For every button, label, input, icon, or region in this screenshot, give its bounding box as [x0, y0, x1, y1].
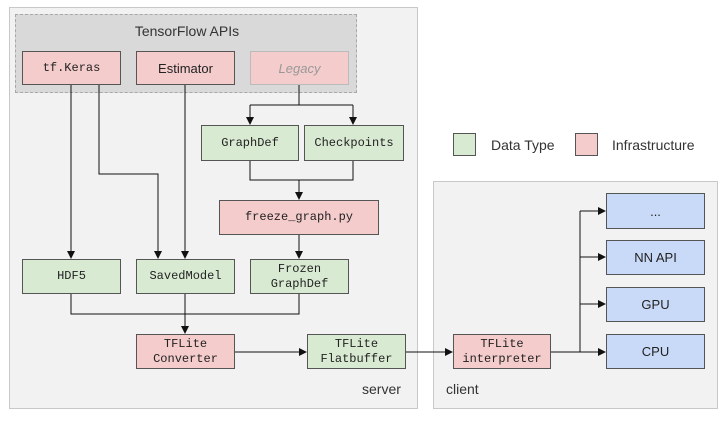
- cpu-node: CPU: [606, 334, 705, 369]
- edge-keras-savedmodel: [98, 85, 162, 259]
- tflite-converter-node: TFLite Converter: [136, 334, 235, 369]
- legend-data-type-label: Data Type: [491, 137, 555, 153]
- graphdef-node: GraphDef: [201, 125, 299, 161]
- ellipsis-node: ...: [606, 193, 705, 229]
- legend-infrastructure-label: Infrastructure: [612, 137, 695, 153]
- edge-graphdef-merge: [249, 161, 354, 181]
- checkpoints-node: Checkpoints: [304, 125, 404, 161]
- server-label: server: [362, 381, 401, 397]
- estimator-node: Estimator: [136, 51, 235, 85]
- savedmodel-node: SavedModel: [136, 259, 235, 294]
- tensorflow-apis-label: TensorFlow APIs: [134, 23, 240, 39]
- legend-data-type-swatch: [453, 133, 476, 156]
- tflite-interpreter-node: TFLite interpreter: [453, 334, 551, 369]
- freeze-graph-node: freeze_graph.py: [219, 200, 379, 235]
- client-label: client: [446, 381, 479, 397]
- hdf5-node: HDF5: [22, 259, 121, 294]
- gpu-node: GPU: [606, 287, 705, 322]
- tf-keras-node: tf.Keras: [22, 51, 121, 85]
- legend-infrastructure-swatch: [575, 133, 598, 156]
- frozen-graphdef-node: Frozen GraphDef: [250, 259, 349, 294]
- tflite-flatbuffer-node: TFLite Flatbuffer: [307, 334, 406, 369]
- nn-api-node: NN API: [606, 240, 705, 275]
- legacy-node: Legacy: [250, 51, 349, 85]
